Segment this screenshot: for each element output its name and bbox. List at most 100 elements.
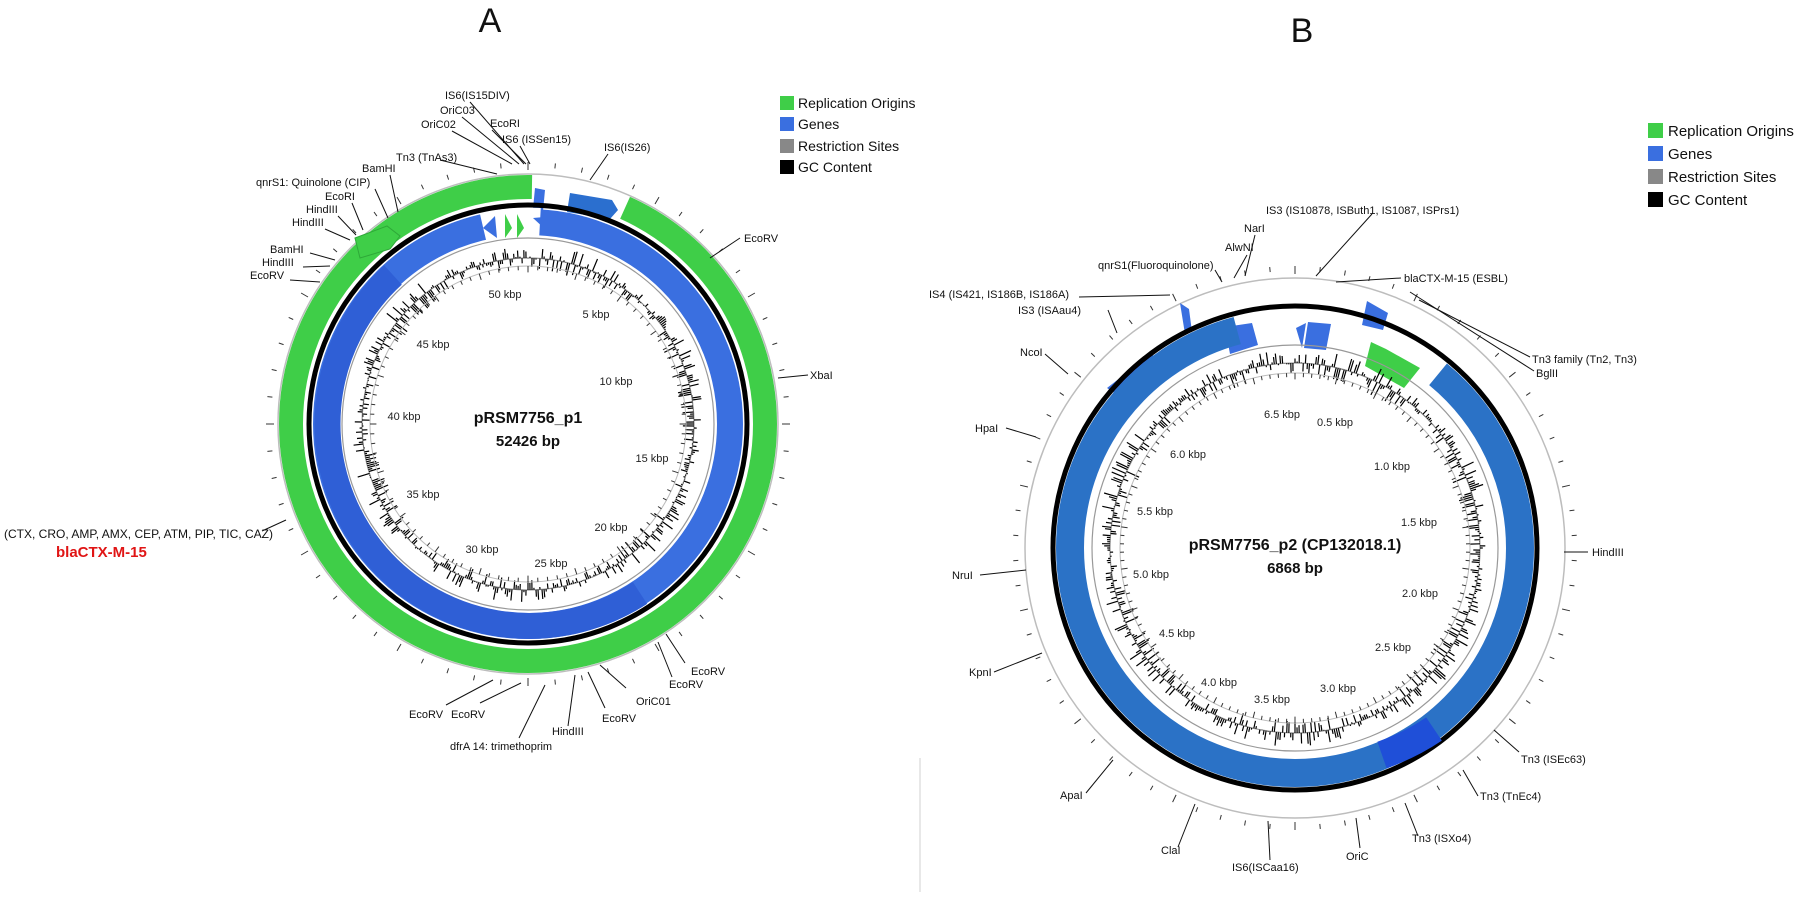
leader-hpai — [1005, 427, 1037, 438]
feature-label-ecorv-br-1: EcoRV — [691, 666, 726, 678]
feature-label-bamhi-left: BamHI — [270, 244, 304, 256]
gene-track-b — [1056, 309, 1534, 787]
leader-is4 — [1078, 294, 1171, 298]
feature-label-is3-is10878: IS3 (IS10878, ISButh1, IS1087, ISPrs1) — [1266, 205, 1459, 217]
tick-label-5-5kbp: 5.5 kbp — [1137, 506, 1173, 518]
feature-label-apai: ApaI — [1060, 790, 1083, 802]
panel-b: B Replication Origins Genes Restriction … — [929, 12, 1794, 874]
plasmid-size-b: 6868 bp — [1267, 560, 1323, 577]
leader-apai — [1085, 759, 1114, 794]
legend-swatch-restriction-sites-b — [1648, 169, 1663, 184]
panel-a-legend: Replication Origins Genes Restriction Si… — [780, 95, 916, 175]
feature-label-nrui: NruI — [952, 570, 973, 582]
tick-label-15kbp: 15 kbp — [635, 453, 668, 465]
legend-swatch-gc-content-b — [1648, 192, 1663, 207]
leader-ecorv-left — [289, 279, 321, 283]
leader-ecorv-br-2 — [657, 641, 673, 678]
leader-tn3-isxo4 — [1404, 802, 1419, 837]
backbone-circle-b — [1050, 303, 1540, 793]
panel-a-letter: A — [479, 2, 502, 40]
panel-a: A Replication Origins Genes Restriction … — [4, 2, 916, 753]
leader-hindiii-bottom — [567, 674, 576, 727]
tick-label-0-5kbp: 0.5 kbp — [1317, 417, 1353, 429]
feature-label-qnrs1-b: qnrS1(Fluoroquinolone) — [1098, 260, 1214, 272]
leader-blactxm15-b — [1335, 277, 1402, 283]
leader-ecorv-bl-2 — [479, 682, 522, 704]
ori-small-arrow-2 — [517, 214, 524, 238]
tick-label-50kbp: 50 kbp — [488, 289, 521, 301]
tick-label-3-5kbp: 3.5 kbp — [1254, 694, 1290, 706]
resistance-antibiotic-list: (CTX, CRO, AMP, AMX, CEP, ATM, PIP, TIC,… — [4, 527, 273, 541]
legend-label-restriction-sites-b: Restriction Sites — [1668, 169, 1776, 186]
feature-label-alwni: AlwNI — [1225, 242, 1254, 254]
tick-label-25kbp: 25 kbp — [534, 558, 567, 570]
legend-label-genes-b: Genes — [1668, 146, 1712, 163]
leader-tn3-isec63 — [1493, 729, 1520, 753]
tick-marks-a — [370, 266, 686, 582]
tick-label-2-5kbp: 2.5 kbp — [1375, 642, 1411, 654]
legend-label-replication-origins-b: Replication Origins — [1668, 123, 1794, 140]
leader-ecorv-top-right — [709, 237, 741, 259]
leader-tn3-tnas3 — [439, 159, 498, 175]
feature-label-bglii: BglII — [1536, 368, 1558, 380]
tick-label-1-0kbp: 1.0 kbp — [1374, 461, 1410, 473]
feature-label-is6-is15div: IS6(IS15DIV) — [445, 90, 510, 102]
feature-label-hindiii-1: HindIII — [306, 204, 338, 216]
panel-b-letter: B — [1291, 12, 1314, 50]
feature-label-qnrs1: qnrS1: Quinolone (CIP) — [256, 177, 370, 189]
leader-dfra14 — [518, 684, 546, 739]
tick-marks-b — [1120, 373, 1470, 723]
tick-label-4-5kbp: 4.5 kbp — [1159, 628, 1195, 640]
feature-label-ecorv-left: EcoRV — [250, 270, 285, 282]
leader-hindiii-2 — [324, 228, 351, 241]
legend-swatch-genes-b — [1648, 146, 1663, 161]
leader-ecori-left — [351, 202, 364, 231]
feature-label-oric01: OriC01 — [636, 696, 671, 708]
gene-block-dark-b — [1377, 717, 1442, 769]
tick-label-6-0kbp: 6.0 kbp — [1170, 449, 1206, 461]
tick-label-1-5kbp: 1.5 kbp — [1401, 517, 1437, 529]
legend-label-replication-origins: Replication Origins — [798, 95, 916, 111]
leader-ncoi — [1044, 353, 1069, 375]
leader-is3-is10878 — [1315, 213, 1373, 277]
feature-label-hindiii-bottom: HindIII — [552, 726, 584, 738]
feature-label-ecorv-top-right: EcoRV — [744, 233, 779, 245]
gc-content-plot — [353, 248, 702, 602]
feature-label-is3-isaau4: IS3 (ISAau4) — [1018, 305, 1081, 317]
panel-b-legend: Replication Origins Genes Restriction Si… — [1648, 123, 1794, 209]
leader-ecorv-br-1 — [665, 633, 686, 664]
gene-arrow-2 — [533, 216, 556, 230]
feature-label-tn3-isec63: Tn3 (ISEc63) — [1521, 754, 1586, 766]
tick-label-10kbp: 10 kbp — [599, 376, 632, 388]
gene-arrow-is3-b — [1296, 323, 1306, 348]
ori-arrow-b — [1365, 342, 1420, 388]
leader-ecori-top — [491, 129, 527, 165]
gene-arrow-3 — [483, 216, 497, 238]
leader-ecorv-bl-1 — [445, 679, 494, 706]
ori-arrow-qnrs1 — [354, 225, 401, 259]
leader-xbai — [777, 374, 809, 379]
tick-label-35kbp: 35 kbp — [406, 489, 439, 501]
leader-is6-iscaa16 — [1267, 820, 1271, 861]
tick-label-40kbp: 40 kbp — [387, 411, 420, 423]
feature-label-tn3-tnas3: Tn3 (TnAs3) — [396, 152, 457, 164]
blactxm15-highlight-label: blaCTX-M-15 — [56, 544, 147, 561]
panel-a-map: 50 kbp 5 kbp 10 kbp 15 kbp 20 kbp 25 kbp… — [266, 162, 790, 686]
feature-label-is6-is26: IS6(IS26) — [604, 142, 650, 154]
leader-is6-is26 — [589, 153, 609, 181]
outer-ticks-b — [1013, 266, 1577, 830]
feature-label-clai: ClaI — [1161, 845, 1181, 857]
leader-hindiii-3 — [302, 265, 331, 268]
feature-label-hindiii-3: HindIII — [262, 257, 294, 269]
feature-label-ncoi: NcoI — [1020, 347, 1043, 359]
leader-bamhi-left — [309, 252, 336, 261]
panel-b-feature-labels: IS3 (IS10878, ISButh1, IS1087, ISPrs1) N… — [929, 205, 1637, 874]
feature-label-oric03: OriC03 — [440, 105, 475, 117]
feature-label-xbai: XbaI — [810, 370, 833, 382]
gene-arrow-is4 — [1180, 303, 1192, 334]
leader-nrui — [979, 569, 1027, 576]
restriction-ring-outer — [277, 173, 779, 675]
gc-content-plot-b — [1101, 352, 1486, 746]
plasmid-name-b: pRSM7756_p2 (CP132018.1) — [1189, 537, 1402, 554]
feature-label-nari: NarI — [1244, 223, 1265, 235]
